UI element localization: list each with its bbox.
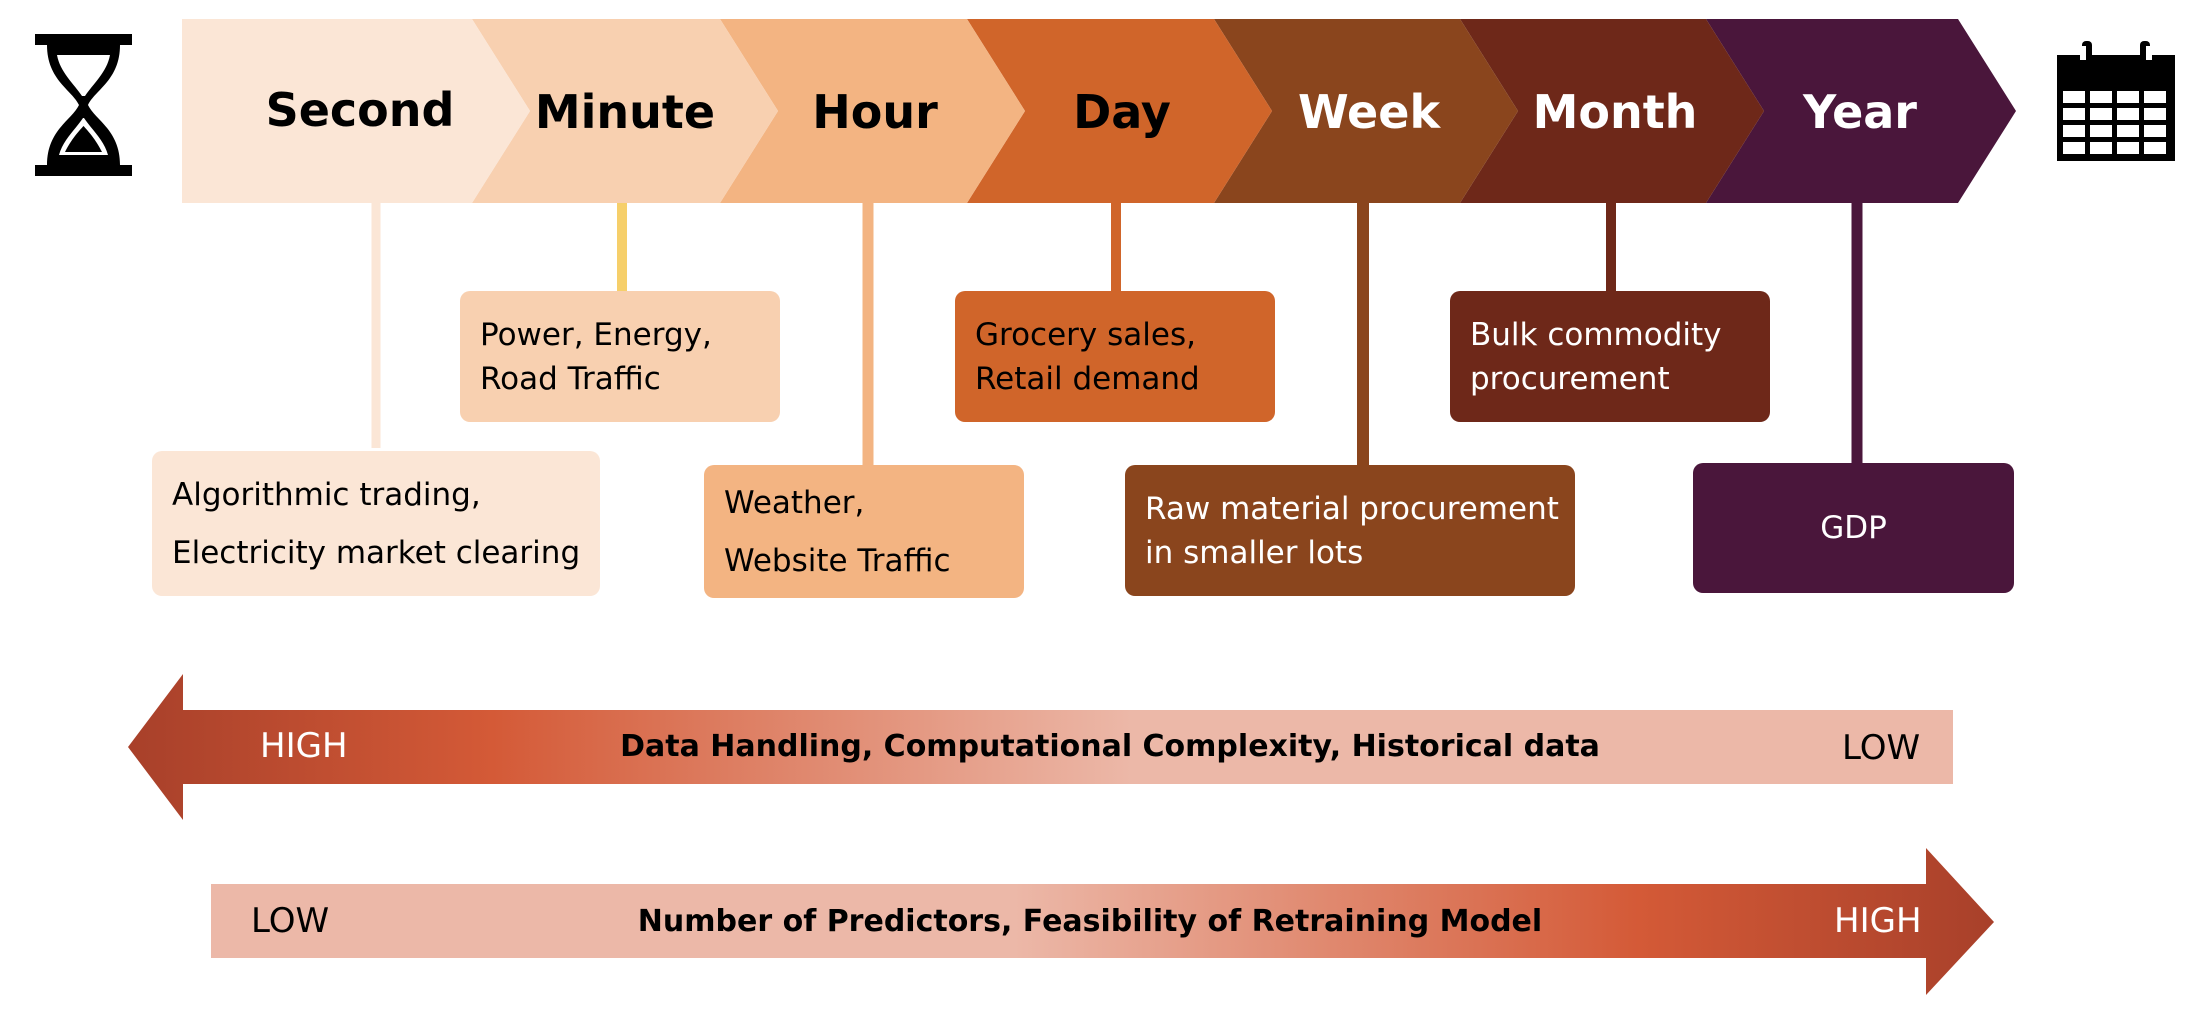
gradient-arrows (128, 674, 1994, 995)
connectors (371, 200, 1863, 465)
bottom-arrow-right-label: HIGH (1834, 901, 1922, 941)
example-line: GDP (1820, 510, 1887, 546)
example-box-year: GDP (1693, 463, 2014, 593)
bottom-arrow-left-label: LOW (251, 901, 330, 941)
example-line: Road Traffic (480, 360, 661, 397)
timescale-label-year: Year (1802, 85, 1917, 139)
example-box-day: Grocery sales, Retail demand (955, 291, 1275, 422)
bottom-arrow-center-label: Number of Predictors, Feasibility of Ret… (637, 903, 1543, 939)
connector-second (371, 200, 381, 448)
connector-day (1111, 200, 1121, 291)
example-line: Bulk commodity (1470, 316, 1722, 353)
example-line: Website Traffic (724, 542, 951, 579)
timescale-label-day: Day (1073, 85, 1171, 139)
example-box-minute: Power, Energy, Road Traffic (460, 291, 780, 422)
example-line: Retail demand (975, 360, 1200, 397)
top-arrow-center-label: Data Handling, Computational Complexity,… (620, 728, 1600, 764)
timescale-label-hour: Hour (812, 85, 938, 139)
connector-year (1851, 200, 1863, 463)
timescale-label-week: Week (1297, 85, 1441, 139)
chevron-minute (472, 19, 778, 203)
chevron-year (1706, 19, 2016, 203)
connector-minute (617, 200, 627, 291)
example-line: Weather, (724, 484, 865, 521)
chevron-second (182, 19, 530, 203)
hourglass-icon (35, 34, 132, 176)
example-box-month: Bulk commodity procurement (1450, 291, 1770, 422)
calendar-icon (2057, 41, 2175, 161)
example-line: Algorithmic trading, (172, 476, 481, 513)
connector-week (1357, 200, 1369, 465)
example-box-hour: Weather, Website Traffic (704, 465, 1024, 598)
bottom-arrow (211, 848, 1994, 995)
example-line: procurement (1470, 360, 1670, 397)
example-box-second: Algorithmic trading, Electricity market … (152, 451, 600, 596)
timescale-label-minute: Minute (534, 85, 716, 139)
chevron-day (967, 19, 1272, 203)
timescale-label-month: Month (1532, 85, 1698, 139)
example-box-week: Raw material procurement in smaller lots (1125, 465, 1575, 596)
top-arrow (128, 674, 1953, 820)
top-arrow-right-label: LOW (1842, 728, 1921, 768)
connector-month (1606, 200, 1616, 291)
timescale-chevrons (182, 19, 2016, 203)
chevron-week (1214, 19, 1518, 203)
chevron-hour (720, 19, 1025, 203)
example-line: in smaller lots (1145, 534, 1364, 571)
chevron-month (1460, 19, 1764, 203)
example-line: Power, Energy, (480, 316, 712, 353)
top-arrow-left-label: HIGH (260, 726, 348, 766)
example-line: Electricity market clearing (172, 534, 581, 571)
timescale-label-second: Second (265, 83, 455, 137)
example-line: Raw material procurement (1145, 490, 1559, 527)
example-line: Grocery sales, (975, 316, 1196, 353)
connector-hour (862, 200, 874, 465)
